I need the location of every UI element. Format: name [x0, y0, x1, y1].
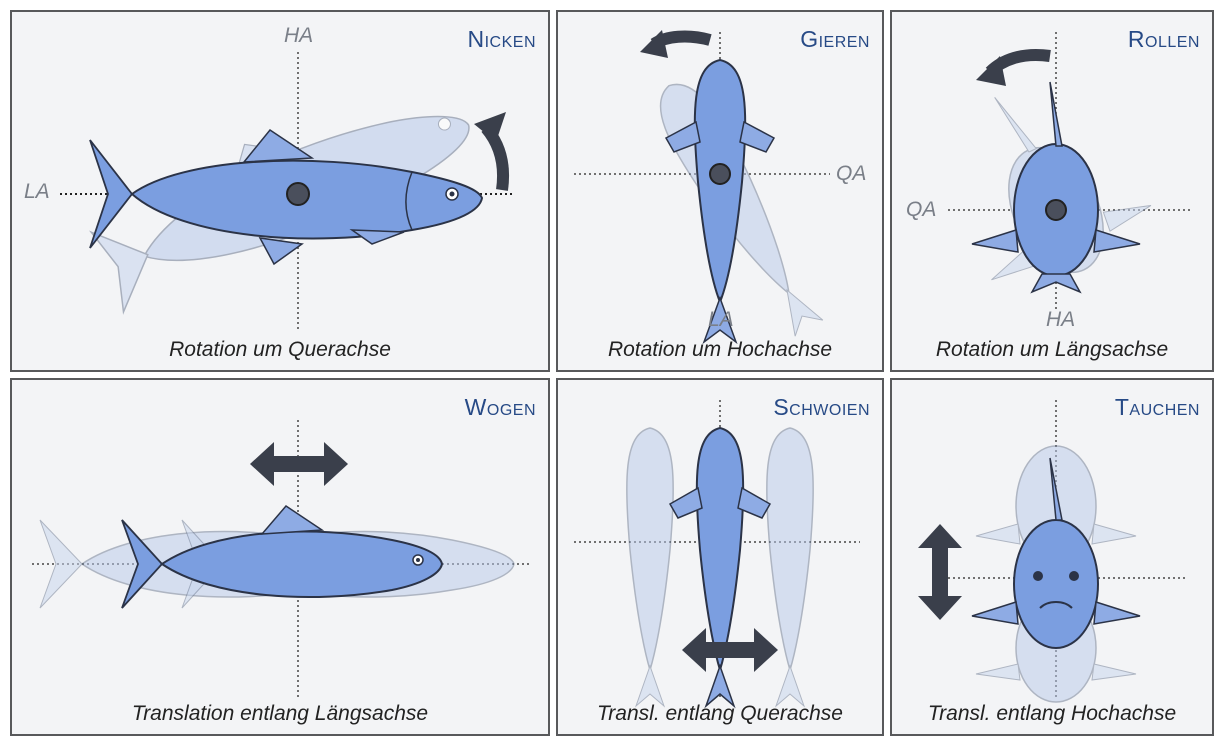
double-arrow: [918, 524, 962, 620]
axis-label-bottom: LA: [708, 308, 734, 332]
panel-tauchen: Tauchen Transl. entlang Hochachse: [890, 378, 1214, 736]
double-arrow: [682, 628, 778, 672]
panel-caption: Transl. entlang Hochachse: [892, 702, 1212, 726]
fish-ghost-left: [627, 428, 674, 706]
fish-ghost-right: [767, 428, 814, 706]
center-of-gravity-dot: [710, 164, 730, 184]
axis-label-bottom: HA: [1046, 308, 1075, 332]
panel-title: Wogen: [465, 394, 536, 421]
fish-front-view: [972, 82, 1140, 292]
panel-gieren: Gieren QA LA Rotation um Hochachse: [556, 10, 884, 372]
center-of-gravity-dot: [1046, 200, 1066, 220]
panel-caption: Transl. entlang Querachse: [558, 702, 882, 726]
panel-rollen: Rollen QA HA Rotation um Längsachse: [890, 10, 1214, 372]
axis-label-left: LA: [24, 180, 50, 204]
panel-title: Schwoien: [773, 394, 870, 421]
panel-nicken: Nicken HA LA Rotation um Querachse: [10, 10, 550, 372]
axis-label-left: QA: [906, 198, 936, 222]
schwoien-illustration: [558, 380, 884, 736]
panel-schwoien: Schwoien Transl. entlang Querachse: [556, 378, 884, 736]
panel-caption: Rotation um Hochachse: [558, 338, 882, 362]
double-arrow: [250, 442, 348, 486]
panel-title: Nicken: [467, 26, 536, 53]
wogen-illustration: [12, 380, 550, 736]
panel-title: Tauchen: [1115, 394, 1200, 421]
panel-title: Rollen: [1128, 26, 1200, 53]
tauchen-illustration: [892, 380, 1214, 736]
panel-caption: Translation entlang Längsachse: [12, 702, 548, 726]
fish-front-view: [972, 458, 1140, 648]
center-of-gravity-dot: [287, 183, 309, 205]
panel-wogen: Wogen Translation entlang Längsachse: [10, 378, 550, 736]
nicken-illustration: [12, 12, 550, 372]
panel-caption: Rotation um Längsachse: [892, 338, 1212, 362]
axis-label-top: HA: [284, 24, 313, 48]
panel-title: Gieren: [800, 26, 870, 53]
axis-label-right: QA: [836, 162, 866, 186]
panel-caption: Rotation um Querachse: [12, 338, 548, 362]
